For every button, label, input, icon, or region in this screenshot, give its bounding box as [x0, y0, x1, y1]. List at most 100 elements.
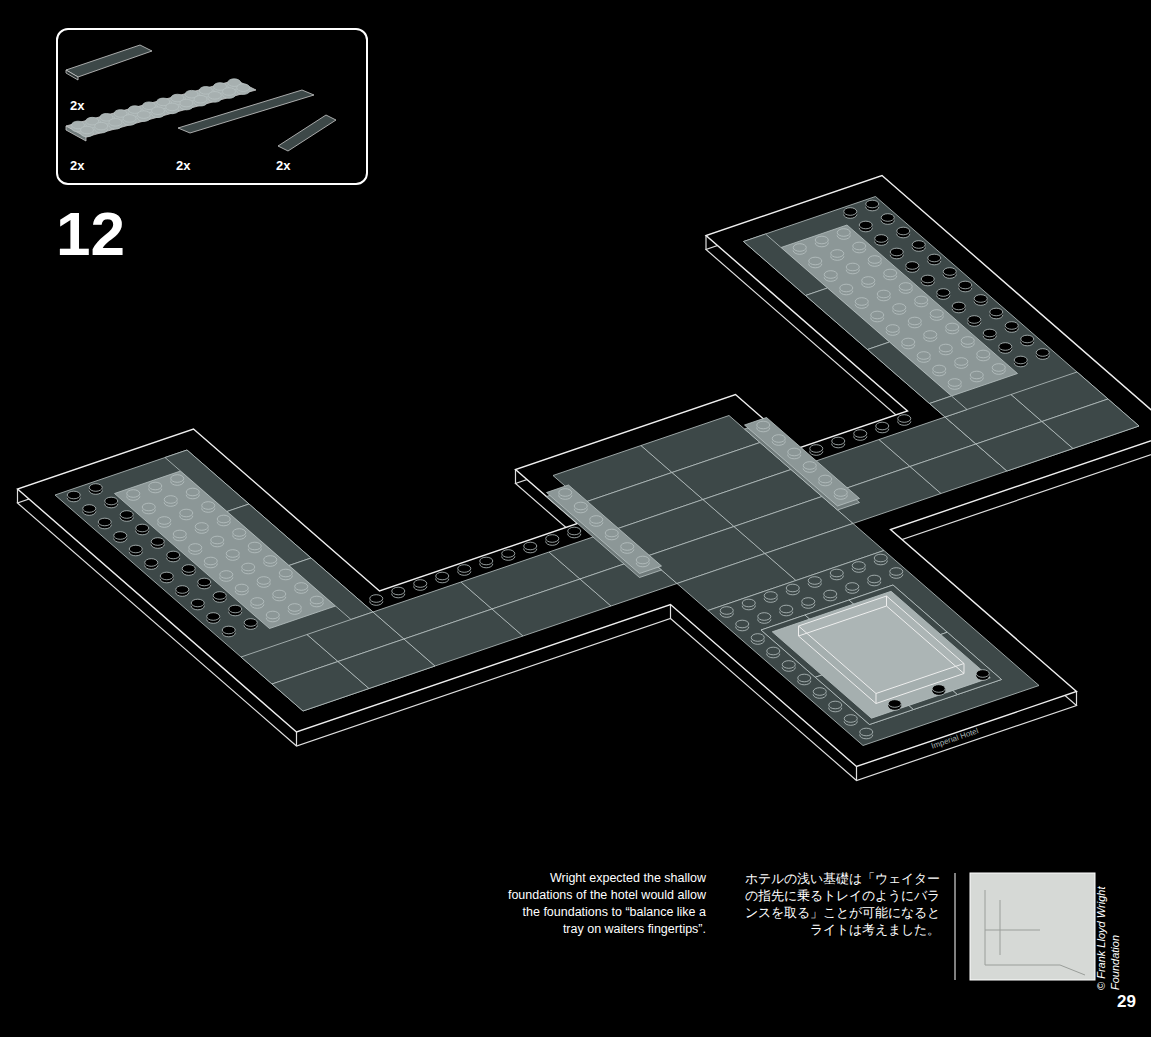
quantity: 2x — [70, 158, 84, 173]
stud — [898, 415, 911, 426]
stud — [846, 263, 859, 274]
stud — [295, 583, 308, 594]
stud — [968, 316, 981, 327]
stud — [129, 545, 142, 556]
stud — [888, 700, 901, 711]
stud — [906, 262, 919, 273]
stud — [480, 557, 493, 568]
stud — [105, 497, 118, 508]
stud — [736, 620, 749, 631]
stud — [392, 587, 405, 598]
stud — [846, 583, 859, 594]
stud — [876, 422, 889, 433]
stud — [266, 611, 279, 622]
stud — [854, 430, 867, 441]
description-text-ja: ホテルの浅い基礎は「ウェイターの指先に乗るトレイのようにバランスを取る」ことが可… — [735, 870, 940, 938]
reference-photo — [955, 873, 1095, 980]
stud — [932, 685, 945, 696]
stud — [167, 551, 180, 562]
stud — [877, 290, 890, 301]
stud — [767, 647, 780, 658]
stud — [937, 289, 950, 300]
stud — [915, 296, 928, 307]
stud — [222, 626, 235, 637]
stud — [875, 235, 888, 246]
stud — [788, 448, 801, 459]
stud — [824, 271, 837, 282]
stud — [772, 435, 785, 446]
page-number: 29 — [1090, 992, 1136, 1012]
stud — [180, 509, 193, 520]
stud — [1021, 335, 1034, 346]
stud — [955, 358, 968, 369]
stud — [279, 569, 292, 580]
stud — [414, 580, 427, 591]
stud — [264, 556, 277, 567]
stud — [233, 529, 246, 540]
stud — [976, 670, 989, 681]
stud — [757, 421, 770, 432]
quantity: 2x — [176, 158, 190, 173]
stud — [223, 88, 236, 99]
stud — [764, 592, 777, 603]
stud — [208, 92, 221, 103]
description-text: Wright expected the shallow foundations … — [500, 870, 706, 938]
stud — [786, 584, 799, 595]
stud — [780, 605, 793, 616]
stud — [859, 221, 872, 232]
stud — [819, 475, 832, 486]
stud — [226, 550, 239, 561]
stud — [559, 489, 572, 500]
stud — [897, 227, 910, 238]
stud — [933, 365, 946, 376]
stud — [237, 84, 250, 95]
step-number: 12 — [56, 198, 125, 269]
stud — [758, 613, 771, 624]
stud — [866, 200, 879, 211]
stud — [194, 95, 207, 106]
quantity: 2x — [70, 98, 84, 113]
stud — [288, 604, 301, 615]
stud — [176, 586, 189, 597]
stud — [568, 527, 581, 538]
plates — [55, 197, 1139, 746]
stud — [809, 257, 822, 268]
stud — [67, 491, 80, 502]
stud — [248, 542, 261, 553]
stud — [871, 311, 884, 322]
stud — [837, 229, 850, 240]
stud — [862, 277, 875, 288]
stud — [808, 577, 821, 588]
stud — [840, 284, 853, 295]
stud — [213, 592, 226, 603]
stud — [574, 502, 587, 513]
stud — [1036, 349, 1049, 360]
stud — [952, 302, 965, 313]
stud — [127, 490, 140, 501]
stud — [152, 107, 165, 118]
stud — [852, 562, 865, 573]
stud — [1005, 322, 1018, 333]
stud — [217, 515, 230, 526]
stud — [120, 511, 133, 522]
parts-callout: 2x2x2x2x — [56, 28, 368, 185]
stud — [370, 595, 383, 606]
stud — [890, 248, 903, 259]
stud — [902, 338, 915, 349]
stud — [502, 550, 515, 561]
stud — [999, 343, 1012, 354]
stud — [310, 596, 323, 607]
stud — [899, 283, 912, 294]
stud — [844, 208, 857, 219]
stud — [109, 119, 122, 130]
stud — [436, 572, 449, 583]
stud — [211, 536, 224, 547]
stud — [943, 268, 956, 279]
stud — [874, 554, 887, 565]
stud — [235, 584, 248, 595]
stud — [924, 331, 937, 342]
stud — [990, 308, 1003, 319]
stud — [137, 111, 150, 122]
stud — [242, 563, 255, 574]
stud — [782, 661, 795, 672]
